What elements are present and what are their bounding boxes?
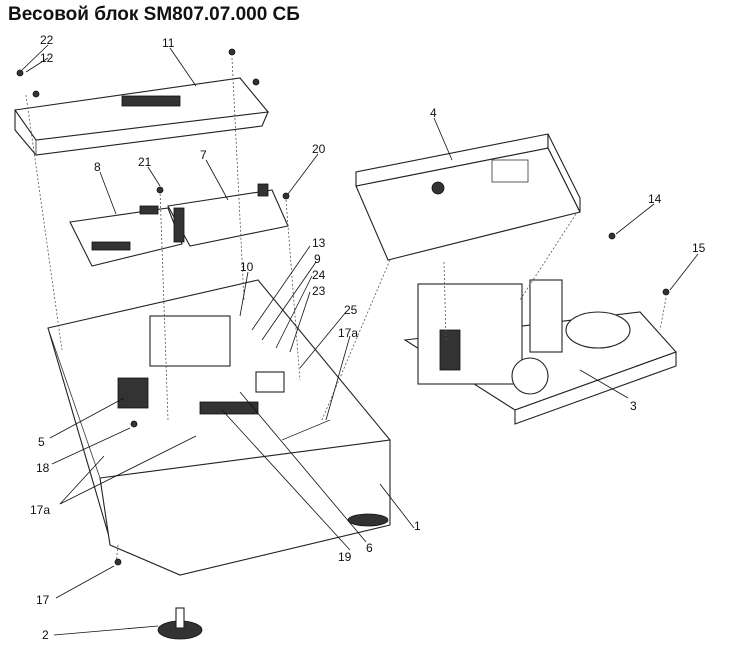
foot-part [157, 607, 203, 640]
callout-8: 8 [94, 160, 101, 174]
callout-21: 21 [138, 155, 152, 169]
callout-23: 23 [312, 284, 326, 298]
callout-4: 4 [430, 106, 437, 120]
callout-3: 3 [630, 399, 637, 413]
callout-20: 20 [312, 142, 326, 156]
callout-12: 12 [40, 51, 54, 65]
callout-13: 13 [312, 236, 326, 250]
callout-17a: 17a [338, 326, 358, 340]
page-title: Весовой блок SM807.07.000 СБ [8, 4, 300, 25]
callout-15: 15 [692, 241, 706, 255]
callout-5: 5 [38, 435, 45, 449]
vent-grille [121, 95, 181, 107]
fasteners [16, 48, 670, 566]
callout-14: 14 [648, 192, 662, 206]
callout-11: 11 [162, 36, 175, 50]
callout-19: 19 [338, 550, 352, 564]
callout-18: 18 [36, 461, 50, 475]
main-housing-part [47, 279, 391, 576]
callout-labels: 22 12 11 8 21 7 20 4 14 15 10 13 9 24 23… [30, 33, 706, 642]
callout-17a-lower: 17a [30, 503, 50, 517]
callout-25: 25 [344, 303, 358, 317]
printer-cover-part [355, 133, 581, 261]
callout-7: 7 [200, 148, 207, 162]
callout-22: 22 [40, 33, 54, 47]
callout-10: 10 [240, 260, 254, 274]
callout-6: 6 [366, 541, 373, 555]
callout-1: 1 [414, 519, 421, 533]
pcb-boards [69, 183, 289, 267]
callout-17: 17 [36, 593, 50, 607]
leader-lines [21, 44, 699, 636]
callout-2: 2 [42, 628, 49, 642]
callout-9: 9 [314, 252, 321, 266]
callout-24: 24 [312, 268, 326, 282]
top-cover-part [14, 77, 270, 156]
printer-mechanism-part [403, 279, 677, 425]
